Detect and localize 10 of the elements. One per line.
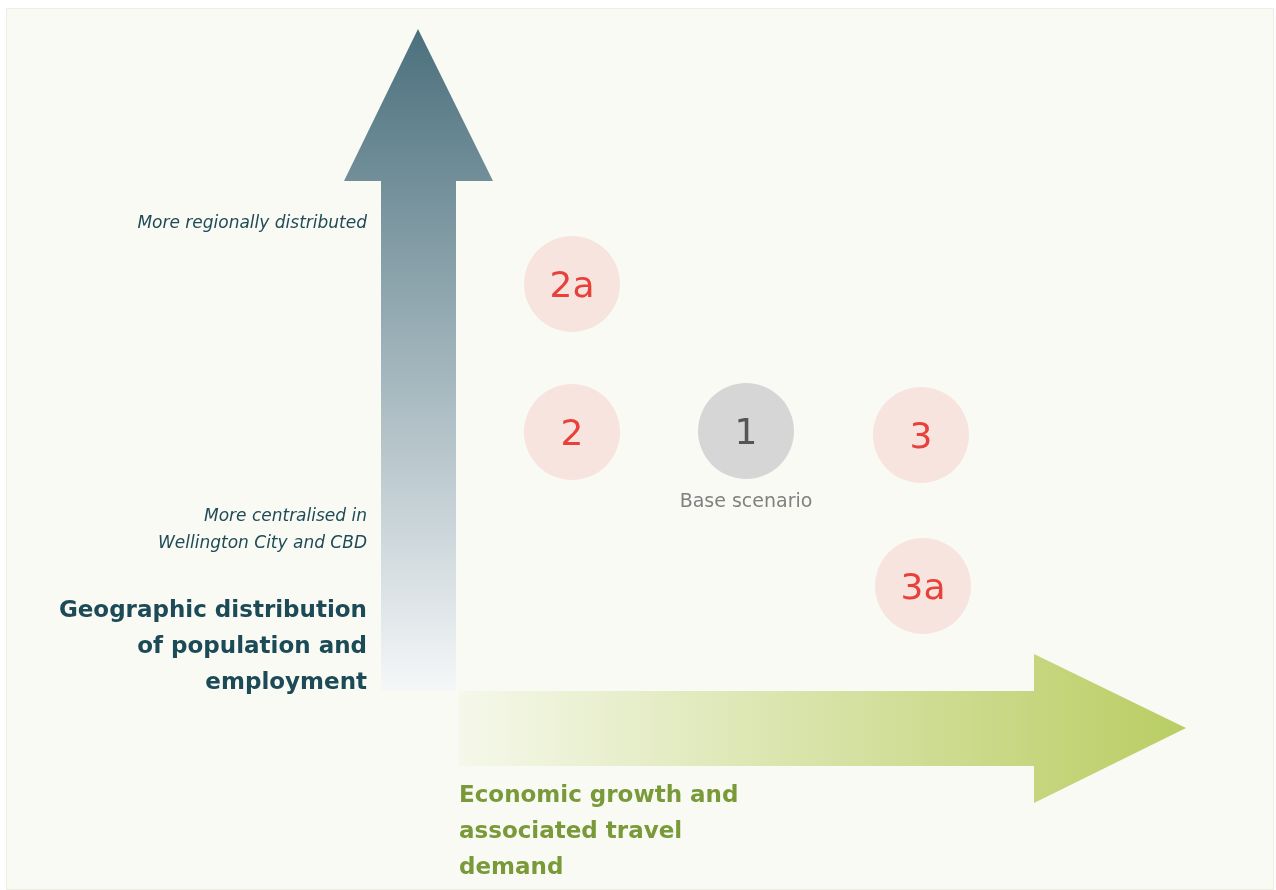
scenario-circle: 3 xyxy=(873,387,969,483)
axis-end-label: More centralised in Wellington City and CBD xyxy=(157,504,367,554)
scenario-circle: 3a xyxy=(875,538,971,634)
scenario-caption: Base scenario xyxy=(678,489,814,511)
scenario-circle: 2a xyxy=(524,236,620,332)
axis-end-label: More regionally distributed xyxy=(137,211,367,234)
scenario-circle: 1 xyxy=(698,383,794,479)
scenario-circle: 2 xyxy=(524,384,620,480)
axis-title: Geographic distribution of population and employment xyxy=(57,595,367,696)
axis-title: Economic growth and associated travel demand xyxy=(459,780,740,881)
